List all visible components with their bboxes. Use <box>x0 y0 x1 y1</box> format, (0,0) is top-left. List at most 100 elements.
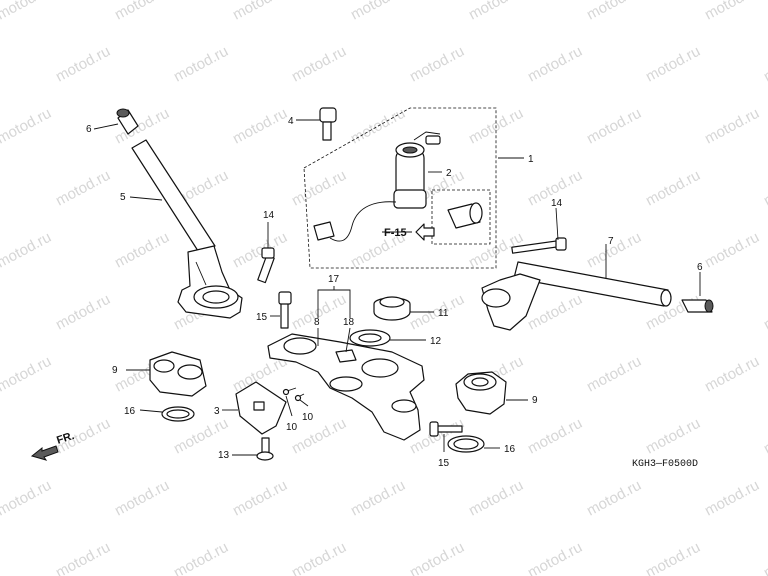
holder-right <box>455 371 507 415</box>
watermark-text: motod.ru <box>466 477 526 520</box>
watermark-text: motod.ru <box>702 0 762 24</box>
callout-5: 5 <box>120 192 126 203</box>
watermark-text: motod.ru <box>761 43 768 86</box>
watermark-text: motod.ru <box>466 0 526 24</box>
callout-13: 13 <box>218 450 230 461</box>
callout-1: 1 <box>528 154 534 165</box>
callout-15-right: 15 <box>438 458 450 469</box>
callout-3: 3 <box>214 406 220 417</box>
watermark-text: motod.ru <box>584 229 644 272</box>
callout-16-left: 16 <box>124 406 136 417</box>
watermark-text: motod.ru <box>230 229 290 272</box>
callout-18: 18 <box>343 317 355 328</box>
watermark-text: motod.ru <box>0 353 54 396</box>
callout-12: 12 <box>430 336 442 347</box>
watermark-text: motod.ru <box>53 291 113 334</box>
watermark-text: motod.ru <box>0 477 54 520</box>
watermark-text: motod.ru <box>525 43 585 86</box>
figure-ref-arrow <box>415 223 435 241</box>
front-label: FR. <box>55 430 76 447</box>
callout-6-left: 6 <box>86 124 92 135</box>
figure-ref-label: F-15 <box>384 227 407 239</box>
screws-10 <box>282 387 305 402</box>
callout-8: 8 <box>314 317 320 328</box>
holder-left <box>149 351 207 397</box>
top-bridge <box>267 333 425 441</box>
bolt-13 <box>256 437 274 461</box>
key <box>319 107 337 141</box>
callout-14-left: 14 <box>263 210 275 221</box>
callout-16-right: 16 <box>504 444 516 455</box>
watermark-text: motod.ru <box>348 0 408 24</box>
watermark-text: motod.ru <box>171 43 231 86</box>
watermark-text: motod.ru <box>171 539 231 576</box>
watermark-text: motod.ru <box>0 105 54 148</box>
callout-labels: 6 4 1 2 5 14 14 7 6 17 8 18 15 11 12 9 9… <box>55 116 703 470</box>
watermark-text: motod.ru <box>643 539 703 576</box>
watermark-text: motod.ru <box>643 167 703 210</box>
callout-10-right: 10 <box>302 412 314 423</box>
callout-11: 11 <box>438 308 449 319</box>
watermark-text: motod.ru <box>761 167 768 210</box>
ring-left <box>161 406 195 422</box>
watermark-text: motod.ru <box>289 539 349 576</box>
ring-right <box>447 435 485 453</box>
watermark-text: motod.ru <box>112 0 172 24</box>
right-handlebar <box>481 237 672 331</box>
watermark-text: motod.ru <box>53 43 113 86</box>
watermark-text: motod.ru <box>230 105 290 148</box>
watermark-text: motod.ru <box>643 43 703 86</box>
front-arrow <box>30 445 59 461</box>
watermark-text: motod.ru <box>761 539 768 576</box>
watermark-text: motod.ru <box>0 0 54 24</box>
left-bar-end <box>116 108 139 135</box>
watermark-text: motod.ru <box>112 229 172 272</box>
watermark-text: motod.ru <box>230 0 290 24</box>
callout-7: 7 <box>608 236 614 247</box>
watermark-text: motod.ru <box>112 477 172 520</box>
watermark-text: motod.ru <box>584 105 644 148</box>
right-bar-end <box>681 299 714 313</box>
watermark-text: motod.ru <box>643 415 703 458</box>
bolt-right-15 <box>429 421 463 437</box>
watermark-text: motod.ru <box>348 477 408 520</box>
watermark-text: motod.ru <box>407 539 467 576</box>
washer <box>349 329 391 347</box>
ignition-switch-box <box>303 107 497 269</box>
callout-4: 4 <box>288 116 294 127</box>
callout-10-left: 10 <box>286 422 298 433</box>
watermark-text: motod.ru <box>584 353 644 396</box>
watermark-text: motod.ru <box>407 43 467 86</box>
watermark-text: motod.ru <box>53 539 113 576</box>
watermark-text: motod.ru <box>584 0 644 24</box>
callout-14-right: 14 <box>551 198 563 209</box>
watermark-text: motod.ru <box>584 477 644 520</box>
watermark-text: motod.ru <box>53 167 113 210</box>
bolt-left-14 <box>257 247 275 284</box>
watermark-text: motod.ru <box>702 477 762 520</box>
bolt-left-15 <box>278 291 292 329</box>
callout-9-left: 9 <box>112 365 118 376</box>
watermark-text: motod.ru <box>230 477 290 520</box>
watermark-text: motod.ru <box>0 229 54 272</box>
watermark-text: motod.ru <box>702 353 762 396</box>
stem-nut <box>373 296 411 321</box>
callout-2: 2 <box>446 168 452 179</box>
callout-9-right: 9 <box>532 395 538 406</box>
watermark-text: motod.ru <box>761 415 768 458</box>
callout-17: 17 <box>328 274 340 285</box>
watermark-text: motod.ru <box>525 539 585 576</box>
leader-lines <box>93 119 701 456</box>
watermark-text: motod.ru <box>525 415 585 458</box>
watermark-text: motod.ru <box>702 105 762 148</box>
watermark-text: motod.ru <box>761 291 768 334</box>
watermark-text: motod.ru <box>702 229 762 272</box>
callout-6-right: 6 <box>697 262 703 273</box>
diagram-code: KGH3—F0500D <box>632 459 698 470</box>
watermark-text: motod.ru <box>289 43 349 86</box>
switch-bracket <box>235 381 287 435</box>
watermark-text: motod.ru <box>289 415 349 458</box>
callout-15-left: 15 <box>256 312 268 323</box>
